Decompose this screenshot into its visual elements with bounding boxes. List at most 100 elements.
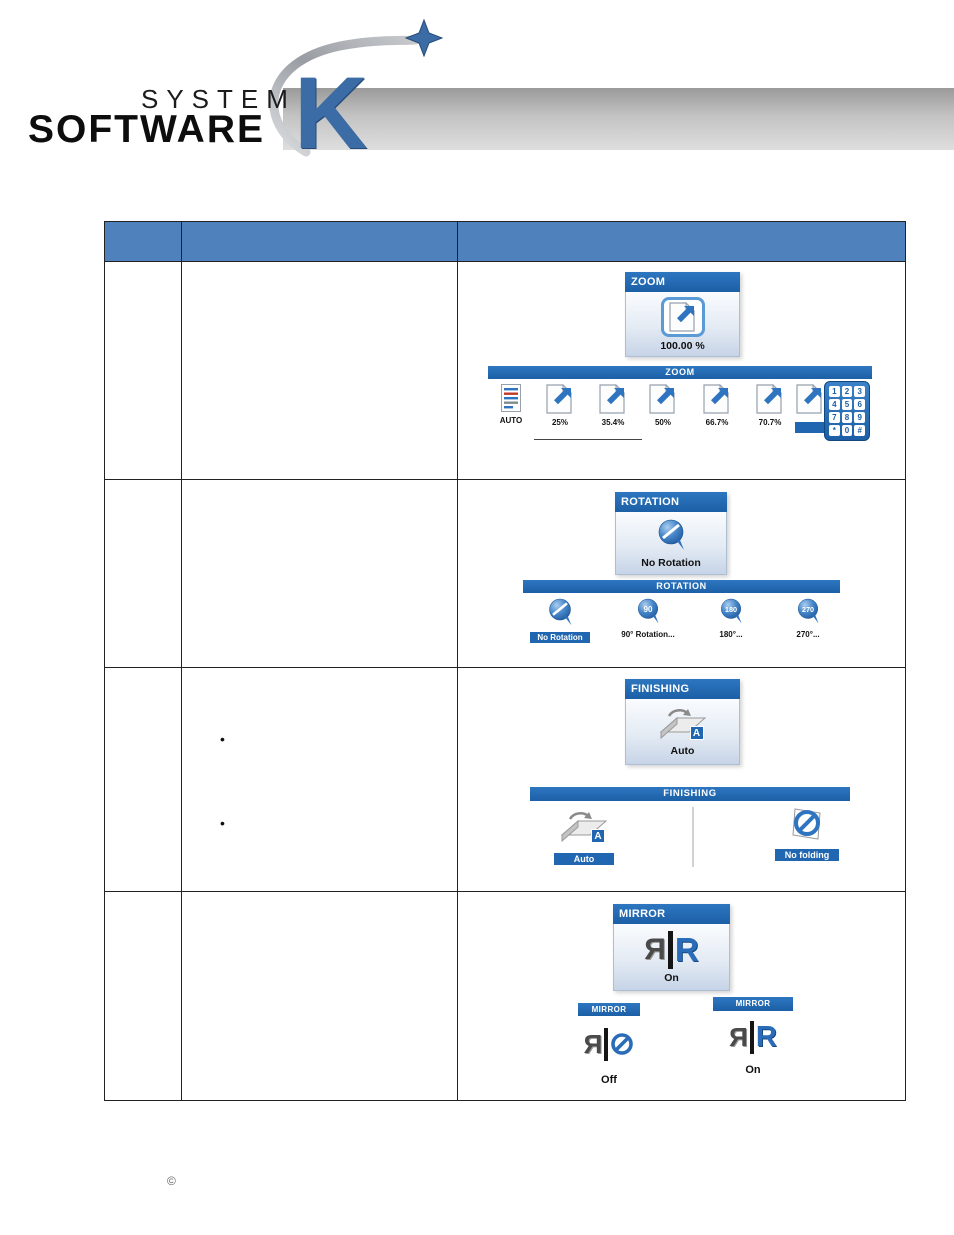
zoom-option-50[interactable]: 50%	[639, 383, 687, 427]
zoom-option-35-label: 35.4%	[601, 418, 625, 427]
zoom-page-arrow-icon	[668, 301, 695, 332]
zoom-option-partial-label	[795, 422, 825, 433]
zoom-toolbar: ZOOM AUTO	[488, 366, 872, 447]
table-header-row	[105, 222, 905, 262]
rotation-270-icon: 270	[798, 598, 819, 624]
page-arrow-icon	[703, 383, 730, 414]
rotation-option-270-label: 270°...	[796, 630, 820, 639]
fold-auto-icon: A	[560, 809, 608, 845]
table-header-cell-3	[458, 222, 905, 262]
mirror-on-label: On	[745, 1064, 761, 1076]
zoom-option-35[interactable]: 35.4%	[589, 383, 637, 427]
rotation-option-270[interactable]: 270 270°...	[775, 597, 841, 639]
finishing-option-auto[interactable]: A Auto	[538, 809, 630, 865]
finishing-panel-title: FINISHING	[625, 679, 740, 699]
bullet-point: •	[220, 731, 225, 747]
zoom-panel-body: 100.00 %	[625, 292, 740, 357]
mirror-axis-bar	[667, 930, 673, 969]
zoom-row-cell-2	[182, 262, 458, 480]
header-gradient-band	[283, 88, 954, 150]
mirror-row-cell-3: MIRROR Я R On MIRROR Я	[458, 892, 905, 1100]
mirror-panel-title: MIRROR	[613, 904, 730, 924]
rotation-option-none[interactable]: No Rotation	[523, 597, 597, 643]
finishing-option-nofolding[interactable]: No folding	[768, 805, 846, 861]
zoom-option-70[interactable]: 70.7%	[746, 383, 794, 427]
mirror-on-icon[interactable]: Я R	[711, 1012, 795, 1062]
mirrored-r-glyph: Я	[644, 932, 666, 966]
numeric-keypad-icon[interactable]: 1 2 3 4 5 6 7 8 9 * 0 #	[824, 381, 870, 441]
no-symbol-icon	[611, 1033, 634, 1055]
auto-document-icon	[501, 384, 521, 412]
zoom-option-auto-label: AUTO	[499, 416, 523, 425]
zoom-option-25-label: 25%	[551, 418, 568, 427]
finishing-option-nofolding-label: No folding	[774, 849, 840, 861]
bullet-point: •	[220, 815, 225, 831]
rotation-panel: ROTATION No Rotation	[615, 492, 727, 575]
rotation-option-180-label: 180°...	[719, 630, 743, 639]
mirror-on-panel-title: MIRROR	[713, 997, 793, 1011]
page-arrow-icon	[649, 383, 676, 414]
zoom-options-underline	[534, 439, 642, 440]
no-folding-icon	[792, 808, 821, 840]
table-row-finishing: • • FINISHING A	[105, 668, 905, 892]
zoom-option-auto[interactable]: AUTO	[490, 383, 532, 425]
svg-text:270: 270	[802, 605, 814, 614]
table-row-zoom: ZOOM 100.00 % ZOOM	[105, 262, 905, 480]
keypad-key: 0	[841, 425, 853, 436]
finishing-panel-body: A Auto	[625, 699, 740, 765]
table-row-rotation: ROTATION No Rotation ROTATION	[105, 480, 905, 668]
rotation-option-90[interactable]: 90 90° Rotation...	[607, 597, 689, 639]
zoom-option-50-label: 50%	[654, 418, 671, 427]
table-row-mirror: MIRROR Я R On MIRROR Я	[105, 892, 905, 1100]
mirror-axis-bar	[604, 1027, 609, 1061]
keypad-key: *	[829, 425, 840, 436]
zoom-value: 100.00 %	[660, 339, 705, 352]
zoom-option-66[interactable]: 66.7%	[693, 383, 741, 427]
finishing-toolbar: FINISHING A	[530, 787, 850, 875]
rotation-toolbar-title: ROTATION	[523, 580, 840, 593]
mirror-off-icon[interactable]: Я	[566, 1018, 652, 1070]
zoom-toolbar-title: ZOOM	[488, 366, 872, 379]
finishing-divider	[692, 807, 694, 867]
mirrored-r-glyph: Я	[729, 1021, 748, 1052]
rotation-panel-body: No Rotation	[615, 512, 727, 575]
mirror-row-cell-2	[182, 892, 458, 1100]
r-glyph: R	[674, 930, 699, 968]
rotation-90-icon: 90	[638, 598, 659, 624]
page-arrow-icon	[546, 383, 573, 414]
keypad-key: 5	[841, 399, 853, 410]
keypad-key: 1	[829, 386, 840, 397]
zoom-panel-title: ZOOM	[625, 272, 740, 292]
keypad-key: 7	[829, 412, 840, 423]
rotation-option-180[interactable]: 180 180°...	[695, 597, 767, 639]
rotation-row-cell-1	[105, 480, 182, 668]
finishing-toolbar-title: FINISHING	[530, 787, 850, 801]
finishing-row-cell-2: • •	[182, 668, 458, 892]
rotation-row-cell-2	[182, 480, 458, 668]
mirror-panel-body: Я R On	[613, 924, 730, 991]
keypad-key: 9	[854, 412, 865, 423]
svg-text:180: 180	[725, 605, 737, 614]
keypad-key: 3	[854, 386, 865, 397]
logo-system-text: SYSTEM	[141, 84, 296, 114]
mirror-axis-bar	[749, 1020, 754, 1054]
rotation-option-none-label: No Rotation	[530, 632, 590, 643]
rotation-panel-title: ROTATION	[615, 492, 727, 512]
zoom-option-70-label: 70.7%	[758, 418, 782, 427]
keypad-key: 8	[841, 412, 853, 423]
logo-swoosh-icon	[269, 18, 444, 157]
r-glyph: R	[755, 1020, 777, 1053]
zoom-option-25[interactable]: 25%	[536, 383, 584, 427]
fold-a-badge: A	[689, 726, 704, 740]
fold-sheet-icon	[659, 709, 706, 740]
keypad-key: 6	[854, 399, 865, 410]
fold-sheet-icon	[560, 812, 608, 843]
fold-a-badge: A	[591, 829, 605, 843]
no-rotation-icon	[549, 598, 572, 626]
page-arrow-icon	[796, 383, 823, 414]
zoom-option-partial[interactable]	[790, 383, 830, 433]
logo-software-text: SOFTWARE	[28, 108, 265, 151]
rotation-row-cell-3: ROTATION No Rotation ROTATION	[458, 480, 905, 668]
keypad-key: 2	[841, 386, 853, 397]
finishing-panel: FINISHING A Auto	[625, 679, 740, 765]
